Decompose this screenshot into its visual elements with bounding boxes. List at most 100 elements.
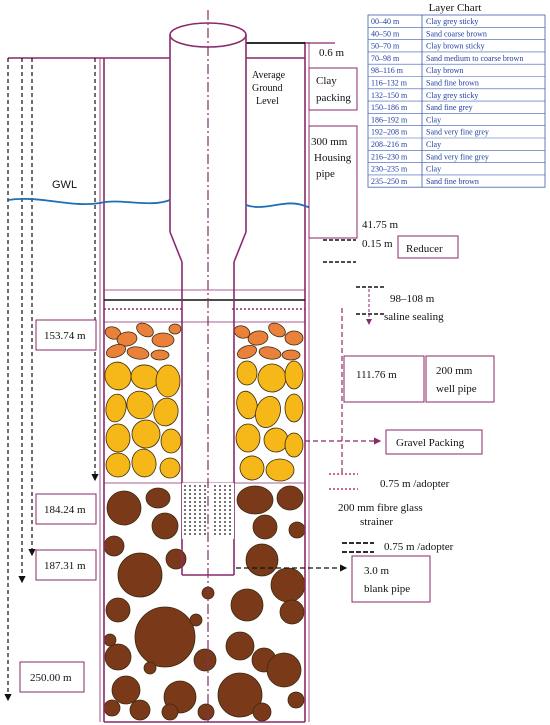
- stone: [276, 485, 304, 511]
- well-pipe-depth-annotation: 111.76 m 200 mm well pipe: [341, 308, 495, 475]
- stone: [117, 552, 163, 598]
- svg-text:pipe: pipe: [316, 168, 335, 180]
- layer-description: Clay: [426, 165, 441, 174]
- stone: [287, 691, 305, 709]
- layer-description: Sand very fine grey: [426, 128, 489, 137]
- layer-depth: 98–116 m: [371, 66, 404, 75]
- stone: [161, 703, 179, 721]
- stone: [239, 455, 265, 481]
- stone: [225, 631, 255, 661]
- stone: [217, 672, 263, 718]
- svg-text:98–108 m: 98–108 m: [390, 293, 435, 305]
- blank-pipe-annotation: 3.0 m blank pipe: [236, 555, 431, 603]
- stone: [160, 428, 182, 454]
- stone: [136, 322, 154, 338]
- layer-description: Sand fine brown: [426, 79, 479, 88]
- stone: [103, 633, 117, 647]
- layer-description: Clay grey sticky: [426, 17, 478, 26]
- stone: [252, 514, 278, 540]
- layer-depth: 50–70 m: [371, 42, 400, 51]
- stone: [126, 346, 150, 360]
- top-offset-annotation: 0.6 m: [304, 44, 345, 59]
- stone: [145, 487, 171, 509]
- stone: [106, 490, 142, 526]
- stone: [105, 597, 131, 623]
- stone: [284, 432, 304, 458]
- stone: [155, 364, 181, 398]
- svg-text:0.75 m /adopter: 0.75 m /adopter: [380, 478, 450, 490]
- stone: [151, 332, 175, 348]
- stone: [151, 512, 179, 540]
- layer-depth: 132–150 m: [371, 91, 408, 100]
- stone: [143, 661, 157, 675]
- stone: [230, 588, 264, 622]
- gwl-line: GWL: [7, 179, 351, 210]
- svg-text:Gravel Packing: Gravel Packing: [396, 437, 465, 449]
- layer-depth: 40–50 m: [371, 29, 400, 38]
- stone: [258, 346, 282, 360]
- layer-depth: 208–216 m: [371, 140, 408, 149]
- stone: [131, 419, 161, 449]
- ground-line: [4, 42, 335, 702]
- svg-text:packing: packing: [316, 92, 351, 104]
- stone: [105, 423, 131, 453]
- stone: [265, 458, 295, 482]
- stone: [247, 330, 269, 346]
- layer-depth: 116–132 m: [371, 79, 408, 88]
- layer-depth: 216–230 m: [371, 152, 408, 161]
- stone: [116, 331, 138, 347]
- layer-description: Sand very fine grey: [426, 152, 489, 161]
- svg-text:Housing: Housing: [314, 152, 352, 164]
- stone: [236, 390, 258, 420]
- svg-text:0.15 m: 0.15 m: [362, 238, 393, 250]
- stone: [153, 397, 179, 427]
- layer-description: Clay brown: [426, 66, 464, 75]
- layer-description: Sand fine grey: [426, 103, 473, 112]
- stone: [131, 448, 157, 478]
- stone: [189, 613, 203, 627]
- svg-text:strainer: strainer: [360, 516, 393, 528]
- stone: [284, 360, 304, 390]
- stone: [288, 521, 306, 539]
- stone: [236, 360, 258, 386]
- stone: [252, 702, 272, 722]
- stone: [104, 643, 132, 671]
- strainer-annotation: 200 mm fibre glass strainer: [338, 502, 423, 528]
- layer-depth: 70–98 m: [371, 54, 400, 63]
- stone: [103, 699, 121, 717]
- stone: [103, 535, 125, 557]
- svg-text:Level: Level: [256, 96, 279, 107]
- svg-text:3.0 m: 3.0 m: [364, 565, 390, 577]
- housing-label-box: 300 mm Housing pipe: [308, 125, 358, 239]
- layer-depth: 186–192 m: [371, 115, 408, 124]
- svg-text:153.74 m: 153.74 m: [44, 330, 86, 342]
- stone: [105, 393, 127, 423]
- stone: [126, 390, 154, 420]
- stone: [159, 457, 181, 479]
- svg-text:184.24 m: 184.24 m: [44, 504, 86, 516]
- stone: [284, 393, 304, 423]
- stone: [111, 675, 141, 705]
- stone: [104, 361, 132, 391]
- reducer-annotation: 0.15 m Reducer: [323, 235, 459, 263]
- svg-text:Clay: Clay: [316, 75, 337, 87]
- svg-text:187.31 m: 187.31 m: [44, 560, 86, 572]
- svg-text:200 mm: 200 mm: [436, 365, 473, 377]
- stone: [129, 699, 151, 721]
- stone: [134, 606, 196, 668]
- stone: [270, 567, 306, 603]
- gravel-stones: [104, 360, 304, 482]
- layer-depth: 235–250 m: [371, 177, 408, 186]
- layer-depth: 150–186 m: [371, 103, 408, 112]
- stone: [245, 543, 279, 577]
- adopter-1-annotation: 0.75 m /adopter: [329, 473, 450, 490]
- layer-description: Clay grey sticky: [426, 91, 478, 100]
- svg-text:200 mm fibre glass: 200 mm fibre glass: [338, 502, 423, 514]
- layer-depth: 230–235 m: [371, 165, 408, 174]
- left-depth-labels: 153.74 m 184.24 m 187.31 m 250.00 m: [19, 319, 97, 693]
- layer-chart-title: Layer Chart: [429, 2, 482, 14]
- formation-layers: [103, 322, 306, 722]
- layer-depth: 192–208 m: [371, 128, 408, 137]
- stone: [105, 452, 131, 478]
